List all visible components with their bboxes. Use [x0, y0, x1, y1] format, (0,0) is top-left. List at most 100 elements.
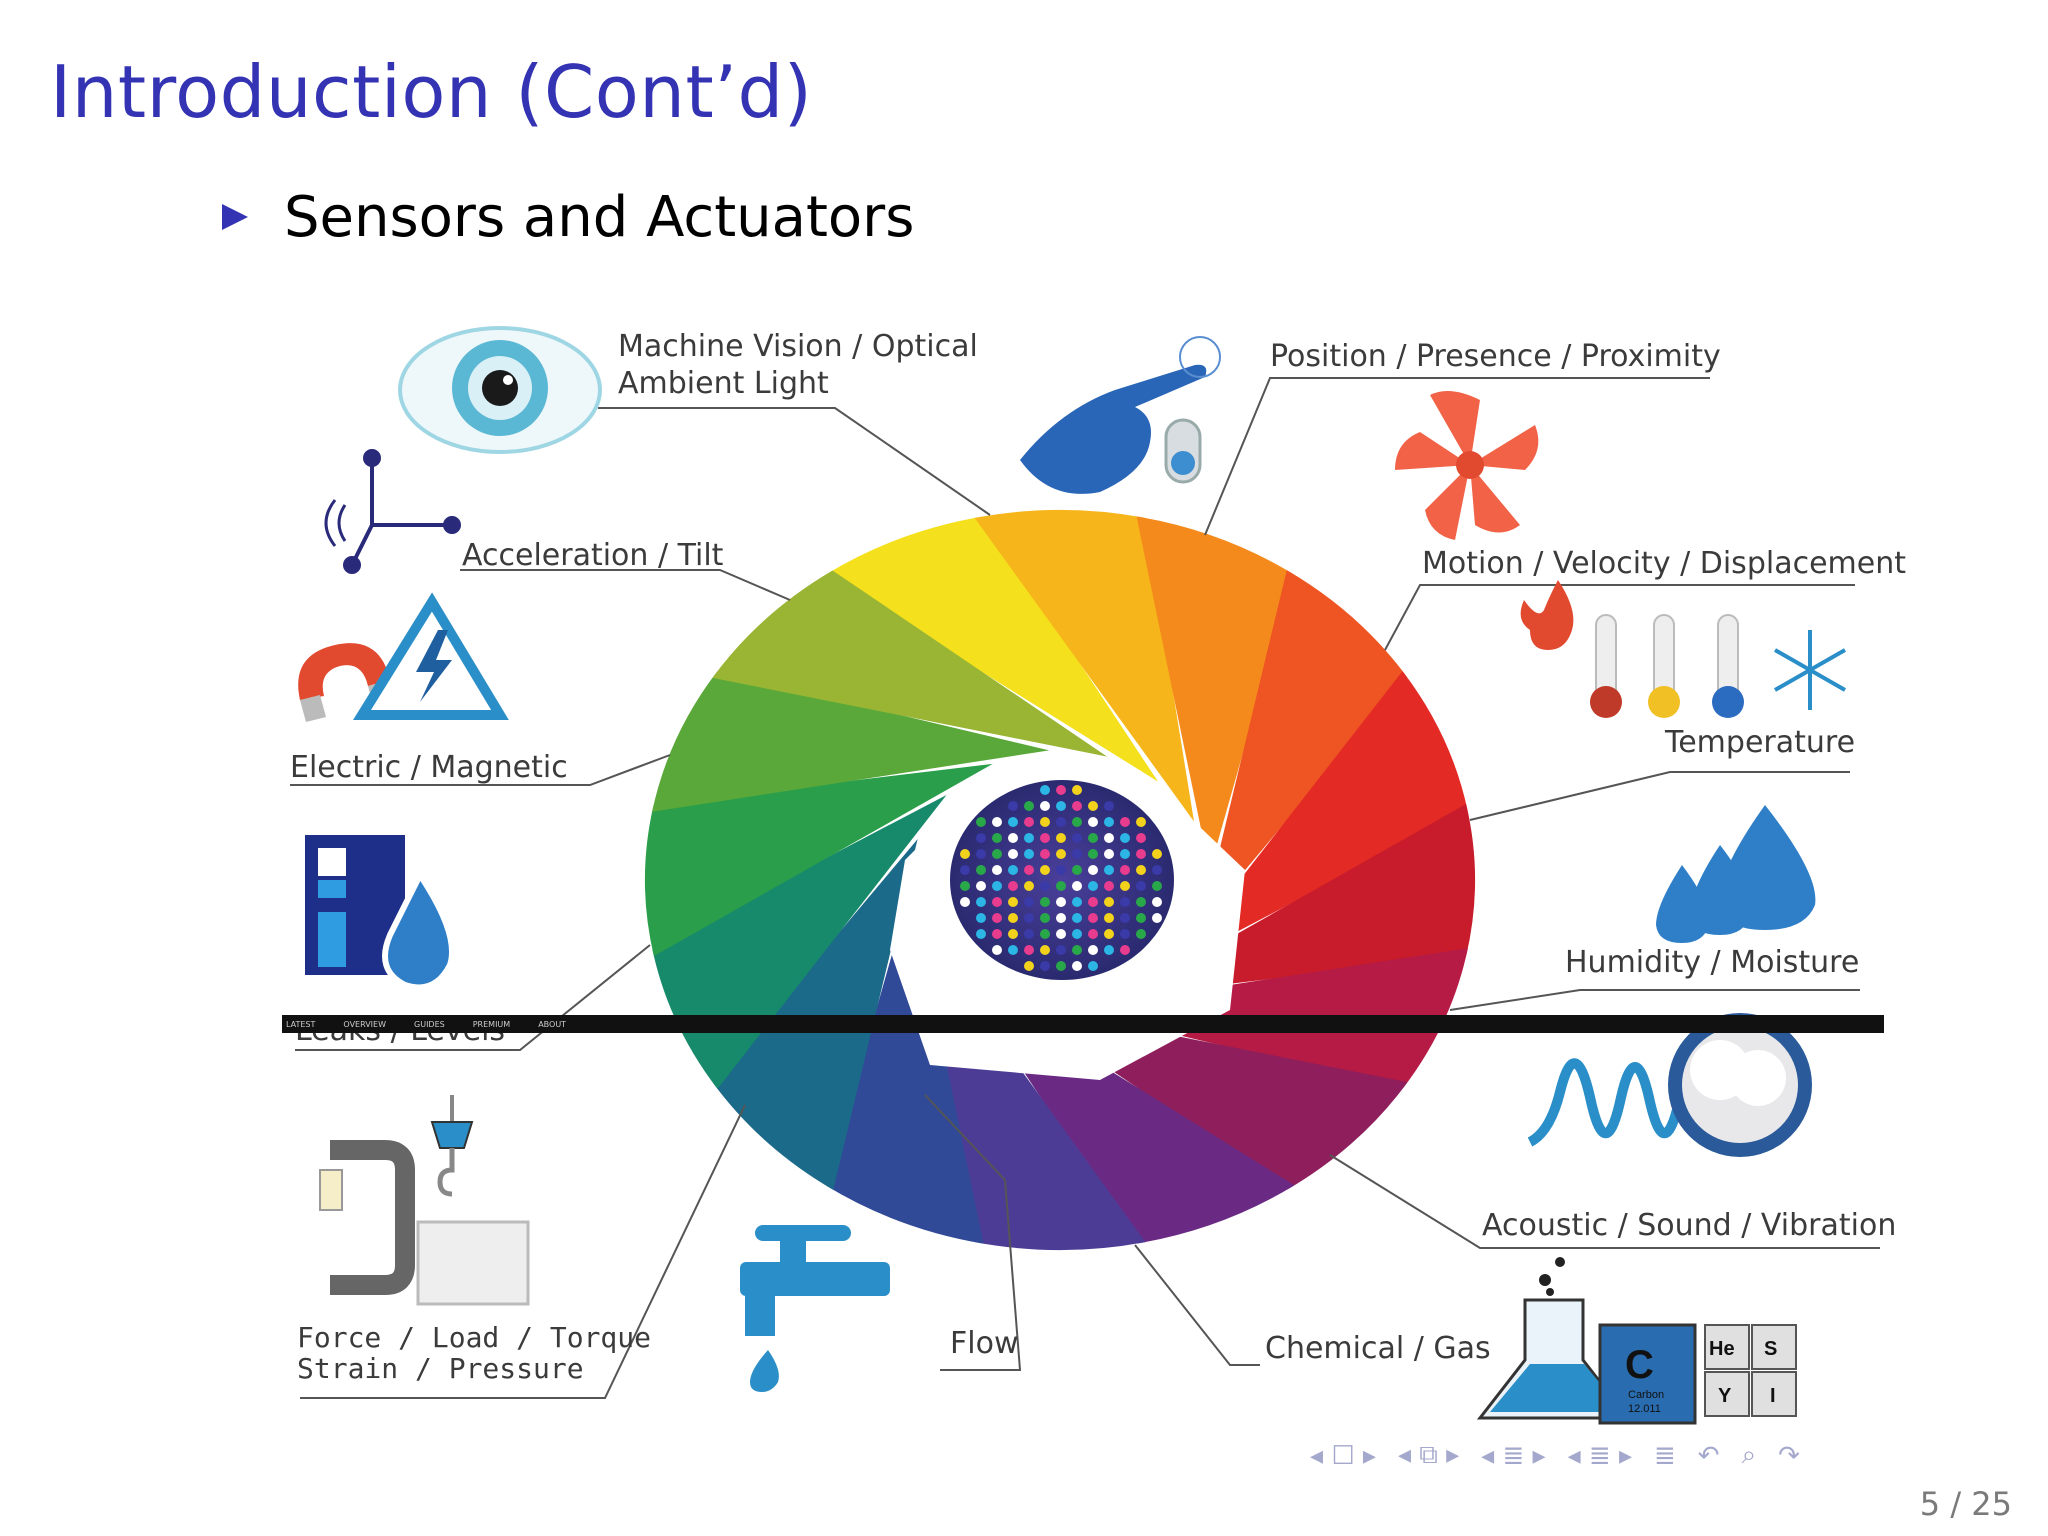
- chemical-icon: C Carbon 12.011 He S Y I: [1476, 1257, 1797, 1425]
- dot: [1072, 849, 1082, 859]
- search-icon[interactable]: ⌕: [1741, 1440, 1757, 1470]
- dot: [1040, 865, 1050, 875]
- hand-pointer-icon: [1020, 336, 1221, 494]
- nav-prev-icon[interactable]: ◂ ☐ ▸: [1310, 1440, 1376, 1471]
- dot: [1104, 945, 1114, 955]
- wheel-segment: [974, 510, 1195, 822]
- dot: [1024, 801, 1034, 811]
- strip-menu-item: LATEST: [286, 1019, 316, 1029]
- wheel-segment: [712, 570, 1108, 757]
- dot: [1056, 945, 1066, 955]
- dot: [1072, 785, 1082, 795]
- dot: [1088, 865, 1098, 875]
- dot: [1136, 929, 1146, 939]
- tile-iodine: I: [1770, 1385, 1776, 1407]
- force-load-icon: [319, 1095, 530, 1306]
- dot: [976, 929, 986, 939]
- dot: [1024, 961, 1034, 971]
- dot: [960, 865, 970, 875]
- dot: [1088, 849, 1098, 859]
- label-temperature: Temperature: [1664, 725, 1855, 760]
- dot: [1056, 881, 1066, 891]
- dot: [1040, 929, 1050, 939]
- tile-helium: He: [1709, 1338, 1735, 1360]
- dot: [1040, 817, 1050, 827]
- dot: [1136, 881, 1146, 891]
- dot: [1120, 897, 1130, 907]
- dot: [1104, 801, 1114, 811]
- dot: [976, 833, 986, 843]
- eye-icon: [398, 326, 602, 454]
- dot: [1056, 913, 1066, 923]
- dot: [1056, 961, 1066, 971]
- bullet-triangle-icon: [222, 204, 248, 230]
- tank-level-icon: [305, 835, 455, 991]
- dot: [992, 817, 1002, 827]
- dot: [1040, 849, 1050, 859]
- dot: [1040, 945, 1050, 955]
- dot: [976, 849, 986, 859]
- label-flow: Flow: [950, 1326, 1018, 1361]
- section-icon[interactable]: ◂ ≣ ▸: [1481, 1440, 1546, 1471]
- dot: [1104, 929, 1114, 939]
- wheel-segment: [1173, 671, 1468, 966]
- dot: [1120, 945, 1130, 955]
- label-strain: Strain / Pressure: [297, 1352, 584, 1385]
- dot: [1088, 929, 1098, 939]
- subsection-icon[interactable]: ◂ ≣ ▸: [1567, 1440, 1632, 1471]
- dot: [992, 865, 1002, 875]
- magnet-icon: [298, 643, 394, 722]
- list-icon[interactable]: ≣: [1654, 1440, 1676, 1471]
- dot: [1088, 881, 1098, 891]
- hazard-icon: [353, 592, 509, 720]
- wheel-segment: [825, 516, 1159, 782]
- dot: [992, 897, 1002, 907]
- dot: [1104, 881, 1114, 891]
- wheel-segment: [645, 763, 993, 957]
- dot: [1008, 913, 1018, 923]
- dot: [1024, 833, 1034, 843]
- label-acceleration: Acceleration / Tilt: [462, 538, 724, 573]
- dot: [1056, 897, 1066, 907]
- dot: [1072, 913, 1082, 923]
- dot: [1120, 849, 1130, 859]
- dot: [1024, 913, 1034, 923]
- sensor-labels: Machine Vision / Optical Ambient Light P…: [290, 329, 1906, 1385]
- label-chemical: Chemical / Gas: [1265, 1331, 1491, 1366]
- dot: [1040, 913, 1050, 923]
- wheel-segment: [1202, 570, 1408, 921]
- dot: [1072, 897, 1082, 907]
- dot: [1056, 833, 1066, 843]
- frame-icon[interactable]: ◂ ⧉ ▸: [1397, 1440, 1460, 1470]
- label-acoustic: Acoustic / Sound / Vibration: [1482, 1208, 1896, 1243]
- dot: [1104, 817, 1114, 827]
- dot: [1120, 929, 1130, 939]
- dot: [1088, 817, 1098, 827]
- dot: [1072, 929, 1082, 939]
- dot: [1088, 945, 1098, 955]
- strip-menu-item: GUIDES: [414, 1019, 445, 1029]
- dot: [1008, 817, 1018, 827]
- tile-carbon-symbol: C: [1625, 1343, 1654, 1387]
- dot: [1056, 849, 1066, 859]
- strip-menu-item: ABOUT: [538, 1019, 567, 1029]
- dot: [1152, 849, 1162, 859]
- dot: [1072, 801, 1082, 811]
- label-ambient-light: Ambient Light: [618, 366, 829, 401]
- acoustic-icon: [1527, 1013, 1812, 1157]
- dot: [1040, 961, 1050, 971]
- redo-icon[interactable]: ↷: [1778, 1440, 1800, 1471]
- dot: [1056, 817, 1066, 827]
- undo-icon[interactable]: ↶: [1697, 1440, 1720, 1471]
- dot: [1008, 945, 1018, 955]
- page-number: 5 / 25: [1919, 1485, 2012, 1523]
- bullet-item: Sensors and Actuators: [222, 182, 914, 252]
- dot: [1008, 897, 1018, 907]
- dot: [1120, 881, 1130, 891]
- dot: [1024, 817, 1034, 827]
- dot: [1136, 897, 1146, 907]
- dot: [1040, 897, 1050, 907]
- dot: [1008, 801, 1018, 811]
- tile-sulfur: S: [1764, 1338, 1777, 1360]
